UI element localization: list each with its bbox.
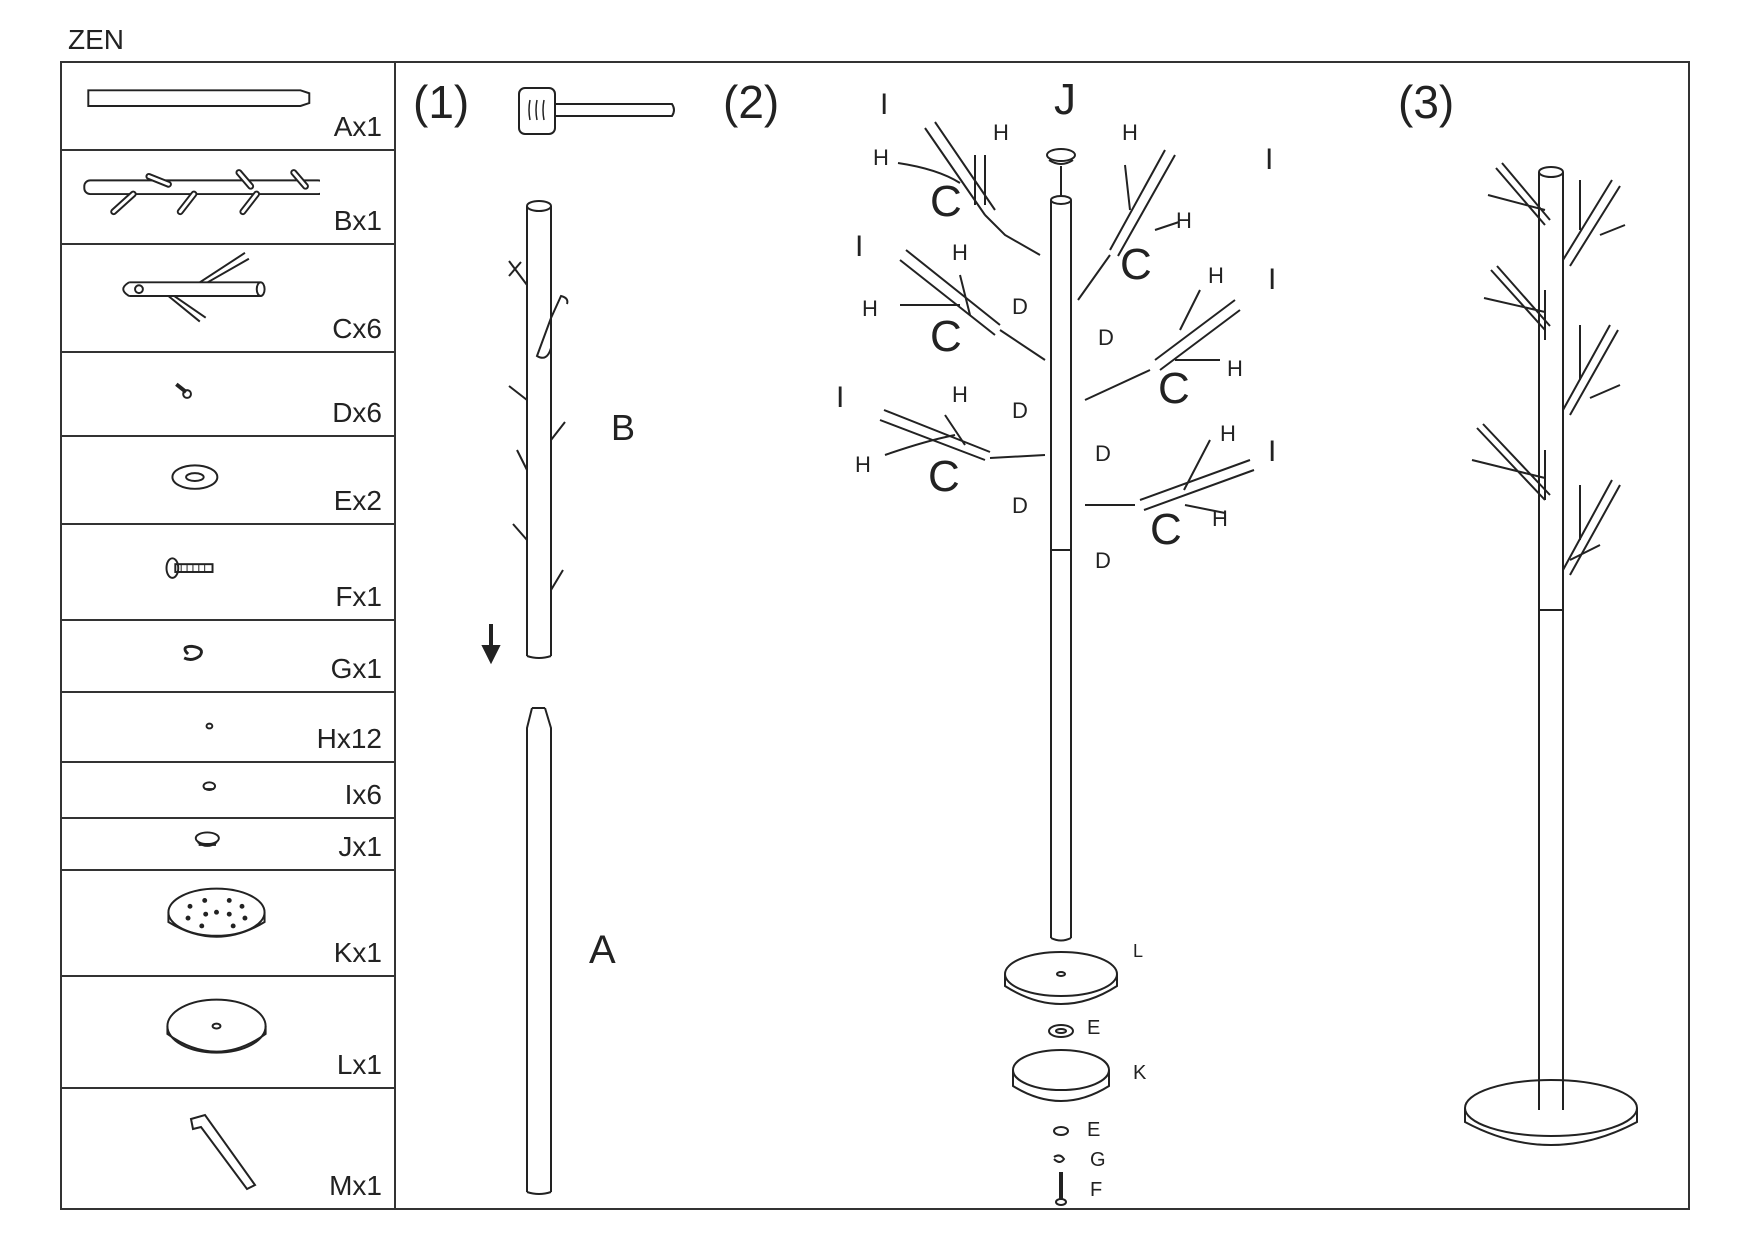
- allen-key-icon: [189, 1113, 257, 1191]
- part-label: Ix6: [344, 779, 382, 810]
- part-row-l: Lx1: [60, 977, 394, 1089]
- part-label: Mx1: [329, 1170, 382, 1201]
- part-label: Hx12: [316, 723, 382, 754]
- callout-d: D: [1095, 441, 1111, 466]
- callout-a: A: [589, 928, 616, 972]
- part-row-i: Ix6: [60, 763, 394, 819]
- base-plate-icon: [167, 887, 266, 938]
- callout-h: H: [1176, 208, 1192, 233]
- callout-e: E: [1087, 1017, 1101, 1039]
- base-stack: [1004, 951, 1118, 1206]
- part-label: Dx6: [332, 397, 382, 428]
- part-label: Ax1: [333, 111, 382, 142]
- callout-i: I: [855, 230, 864, 263]
- screw-icon: [175, 382, 192, 399]
- document-title: ZEN: [68, 24, 124, 55]
- callout-e: E: [1087, 1119, 1101, 1141]
- callout-h: H: [952, 240, 968, 265]
- step-2-number: (2): [723, 76, 780, 128]
- callout-l: L: [1133, 941, 1144, 961]
- part-row-e: Ex2: [60, 437, 394, 525]
- end-cap-icon: [202, 781, 217, 791]
- assembled-pole: [879, 121, 1255, 942]
- callout-c: C: [1150, 505, 1182, 554]
- part-label: Fx1: [335, 581, 382, 612]
- callout-d: D: [1012, 493, 1028, 518]
- part-label: Bx1: [333, 205, 382, 236]
- callout-i: I: [1268, 263, 1277, 296]
- part-row-c: Cx6: [60, 245, 394, 353]
- callout-f: F: [1090, 1179, 1103, 1201]
- step-1-number: (1): [413, 76, 470, 128]
- part-label: Lx1: [336, 1049, 382, 1080]
- small-cap-icon: [205, 722, 214, 730]
- callout-h: H: [1227, 356, 1243, 381]
- callout-c: C: [1158, 364, 1190, 413]
- parts-list: Ax1 Bx1 Cx6 Dx6 Ex2 Fx1 Gx1 Hx12 Ix6 Jx1…: [60, 61, 396, 1210]
- step-3-number: (3): [1398, 76, 1455, 128]
- callout-d: D: [1098, 325, 1114, 350]
- callout-d: D: [1095, 548, 1111, 573]
- callout-d: D: [1012, 294, 1028, 319]
- callout-h: H: [1212, 506, 1228, 531]
- callout-d: D: [1012, 398, 1028, 423]
- callout-c: C: [928, 452, 960, 501]
- part-row-m: Mx1: [60, 1089, 394, 1208]
- callout-h: H: [1220, 421, 1236, 446]
- callout-c: C: [930, 177, 962, 226]
- callout-i: I: [1265, 143, 1274, 176]
- instruction-frame: [60, 61, 1690, 1210]
- callout-h: H: [1122, 120, 1138, 145]
- callout-c: C: [1120, 240, 1152, 289]
- pole-icon: [87, 89, 311, 107]
- part-row-b: Bx1: [60, 151, 394, 245]
- callout-h: H: [873, 145, 889, 170]
- part-label: Cx6: [332, 313, 382, 344]
- spring-washer-icon: [183, 644, 203, 661]
- callout-j: J: [1054, 75, 1076, 124]
- part-row-g: Gx1: [60, 621, 394, 693]
- callout-b: B: [611, 407, 636, 448]
- callout-h: H: [952, 382, 968, 407]
- part-row-h: Hx12: [60, 693, 394, 763]
- part-row-a: Ax1: [60, 61, 394, 151]
- base-disc-icon: [166, 998, 267, 1054]
- part-label: Ex2: [333, 485, 382, 516]
- upper-pole-b: [508, 200, 569, 659]
- mallet-icon: [518, 87, 675, 135]
- callout-k: K: [1133, 1062, 1147, 1084]
- branch-arm-icon: [122, 252, 266, 323]
- callout-h: H: [855, 452, 871, 477]
- callout-h: H: [862, 296, 878, 321]
- bolt-icon: [165, 557, 214, 579]
- part-label: Kx1: [333, 937, 382, 968]
- lower-pole-a: [526, 707, 552, 1195]
- part-row-d: Dx6: [60, 353, 394, 437]
- callout-i: I: [1268, 435, 1277, 468]
- part-row-j: Jx1: [60, 819, 394, 871]
- top-cap-icon: [194, 831, 220, 847]
- part-row-f: Fx1: [60, 525, 394, 621]
- callout-i: I: [836, 381, 845, 414]
- callout-i: I: [880, 88, 889, 121]
- part-label: Jx1: [338, 831, 382, 862]
- callout-h: H: [993, 120, 1009, 145]
- washer-icon: [171, 464, 219, 490]
- part-row-k: Kx1: [60, 871, 394, 977]
- upper-pole-icon: [83, 169, 320, 216]
- finished-coat-stand: [1464, 162, 1638, 1146]
- part-label: Gx1: [330, 653, 382, 684]
- callout-c: C: [930, 312, 962, 361]
- callout-h: H: [1208, 263, 1224, 288]
- callout-g: G: [1090, 1149, 1106, 1171]
